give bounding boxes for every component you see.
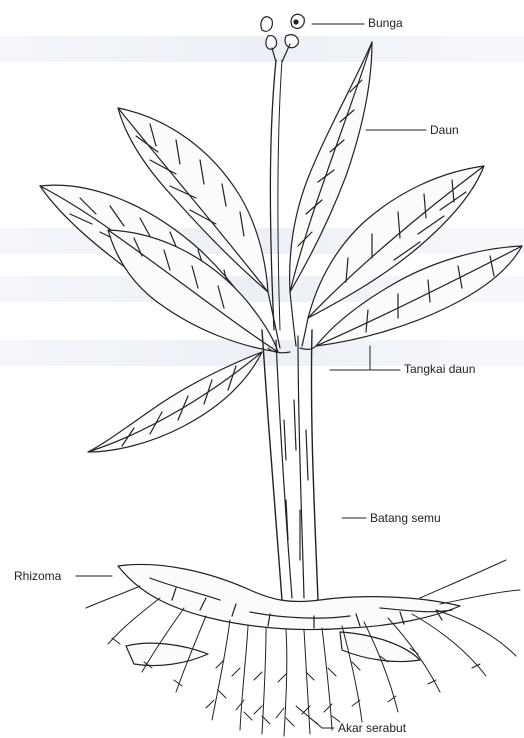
label-rhizoma: Rhizoma (14, 569, 61, 583)
label-akar-serabut: Akar serabut (338, 721, 406, 735)
label-batang-semu: Batang semu (370, 511, 441, 525)
leaf-lower-left (88, 352, 262, 452)
leader-line-akar-serabut (296, 706, 334, 728)
label-tangkai-daun: Tangkai daun (404, 362, 475, 376)
leader-line-tangkai-daun (330, 346, 400, 370)
flower-head (261, 14, 304, 62)
label-bunga: Bunga (368, 16, 403, 30)
flower-stalk (270, 60, 282, 330)
rhizome (118, 564, 460, 665)
pseudo-stem (262, 330, 318, 600)
label-daun: Daun (430, 123, 459, 137)
